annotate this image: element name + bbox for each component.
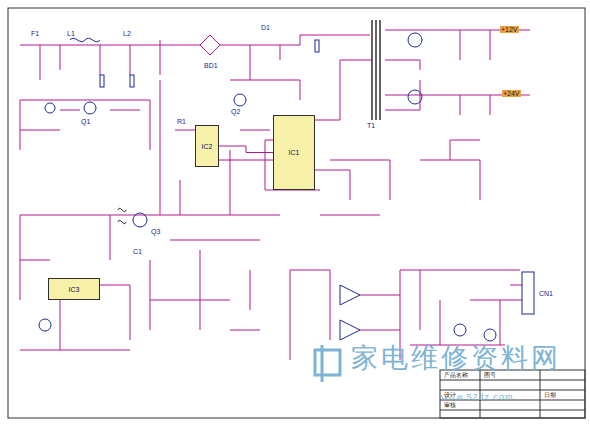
- part-name: Q3: [150, 228, 161, 235]
- chip-label: IC2: [202, 143, 213, 150]
- output-tag: +24V: [502, 90, 521, 97]
- ic-chip: IC2: [195, 125, 219, 167]
- wire: [219, 146, 273, 153]
- part-name: CN1: [538, 290, 554, 297]
- logo-mark: [315, 345, 340, 382]
- part-name: Q2: [230, 108, 241, 115]
- table-cell: 产品名称: [443, 372, 469, 378]
- part-name: Q1: [80, 118, 91, 125]
- ic-chip: IC3: [48, 278, 100, 300]
- part-name: BD1: [203, 62, 219, 69]
- frame: [8, 8, 585, 418]
- part-name: D1: [260, 24, 271, 31]
- ic-chip: IC1: [273, 115, 315, 190]
- part-name: T1: [366, 122, 376, 129]
- title-block: [440, 370, 585, 418]
- chip-label: IC1: [289, 149, 300, 156]
- part-name: R1: [176, 118, 187, 125]
- wires: [20, 30, 530, 360]
- output-tag: +12V: [500, 26, 519, 33]
- watermark: 家电维修资料网: [350, 345, 562, 372]
- part-name: F1: [30, 30, 40, 37]
- part-name: C1: [132, 248, 143, 255]
- table-cell: 设计: [443, 392, 457, 398]
- title-block-grid: [440, 370, 585, 418]
- chip-label: IC3: [69, 286, 80, 293]
- table-cell: 图号: [483, 372, 497, 378]
- table-cell: 日期: [543, 392, 557, 398]
- components: [39, 20, 534, 341]
- part-name: L2: [122, 30, 132, 37]
- part-name: L1: [66, 30, 76, 37]
- table-cell: 审核: [443, 402, 457, 408]
